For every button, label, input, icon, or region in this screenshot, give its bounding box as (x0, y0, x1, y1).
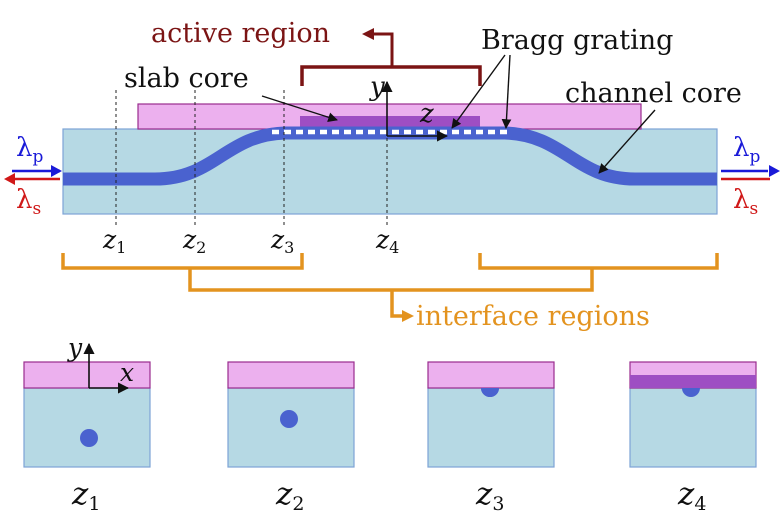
z2-caption: z (275, 476, 293, 512)
interface-bracket-right (478, 253, 719, 270)
z3-label: z (270, 225, 285, 254)
interface-regions-label: interface regions (416, 301, 650, 332)
z4-label: z (375, 225, 390, 254)
z3-cladding (427, 387, 555, 468)
z1-caption: z (71, 476, 89, 512)
z1-label: z (102, 225, 117, 254)
bragg-pointer-right (501, 54, 512, 129)
right-signal-label: λs (733, 185, 758, 219)
z2-caption-sub: 2 (292, 493, 304, 515)
z2-label: z (182, 225, 197, 254)
cross-section-z2: z2 (227, 361, 355, 515)
svg-text:z1: z1 (71, 476, 100, 515)
slab-core-pointer (261, 95, 338, 122)
channel-core-pointer (598, 109, 656, 174)
left-pump-arrowhead (51, 165, 62, 177)
z2-channel-core (280, 410, 298, 428)
svg-text:z2: z2 (275, 476, 304, 515)
cross-section-z4: z4 (629, 361, 757, 515)
channel-core: channel core (565, 78, 742, 174)
left-pump-label: λp (16, 133, 43, 167)
active-region: active region (151, 18, 482, 86)
z-position-labels: z1 z2 z3 z4 (102, 225, 399, 257)
z4-cladding (629, 387, 757, 468)
z3-caption: z (475, 476, 493, 512)
z1-cladding (23, 387, 151, 468)
channel-core-label: channel core (565, 78, 742, 109)
z3-sub: 3 (284, 238, 294, 257)
svg-text:z4: z4 (375, 225, 399, 257)
left-signal-label: λs (16, 185, 41, 219)
z3-slab (427, 361, 555, 389)
active-region-bracket (300, 65, 482, 86)
cross-section-z3: z3 (427, 361, 555, 515)
right-io: λp λs (721, 133, 780, 219)
interface-bracket-lower (188, 268, 594, 292)
slab-core: slab core (124, 63, 338, 122)
z1-y-label: y (67, 333, 83, 362)
side-axes: y z (369, 72, 449, 142)
bragg-pointer-left (451, 54, 506, 129)
z3-caption-sub: 3 (492, 493, 504, 515)
interface-connector (390, 290, 404, 318)
slab-core-label: slab core (124, 63, 249, 94)
right-pump-label: λp (733, 133, 760, 167)
z1-caption-sub: 1 (88, 493, 100, 515)
z1-x-label: x (120, 358, 134, 387)
left-io: λp λs (4, 133, 62, 219)
z1-sub: 1 (116, 238, 126, 257)
z2-slab (227, 361, 355, 389)
active-region-label: active region (151, 18, 330, 49)
z1-channel-core (80, 429, 98, 447)
interface-arrowhead (402, 310, 414, 322)
z3-core-top (481, 388, 499, 397)
interface-bracket-left (61, 253, 304, 270)
side-view (62, 103, 718, 215)
z4-caption-sub: 4 (694, 493, 706, 515)
side-slab-core (300, 116, 480, 129)
svg-text:z4: z4 (677, 476, 706, 515)
right-pump-arrowhead (769, 165, 780, 177)
svg-text:z3: z3 (270, 225, 294, 257)
svg-text:z2: z2 (182, 225, 206, 257)
svg-text:z1: z1 (102, 225, 126, 257)
active-region-connector (372, 32, 394, 67)
z4-sub: 4 (389, 238, 399, 257)
bragg-grating: Bragg grating (451, 25, 673, 129)
active-region-arrowhead (362, 28, 374, 40)
z2-sub: 2 (196, 238, 206, 257)
svg-text:z3: z3 (475, 476, 504, 515)
left-signal-arrowhead (4, 173, 15, 185)
z4-channel-core (682, 388, 700, 397)
z4-slab-core (630, 375, 756, 388)
z4-caption: z (677, 476, 695, 512)
bragg-grating-label: Bragg grating (481, 25, 673, 56)
cross-section-z1: y x z1 (23, 333, 151, 515)
y-axis-label: y (369, 72, 385, 102)
z-axis-label: z (419, 99, 434, 129)
interface-regions (61, 253, 719, 318)
z-position-lines (115, 90, 388, 225)
